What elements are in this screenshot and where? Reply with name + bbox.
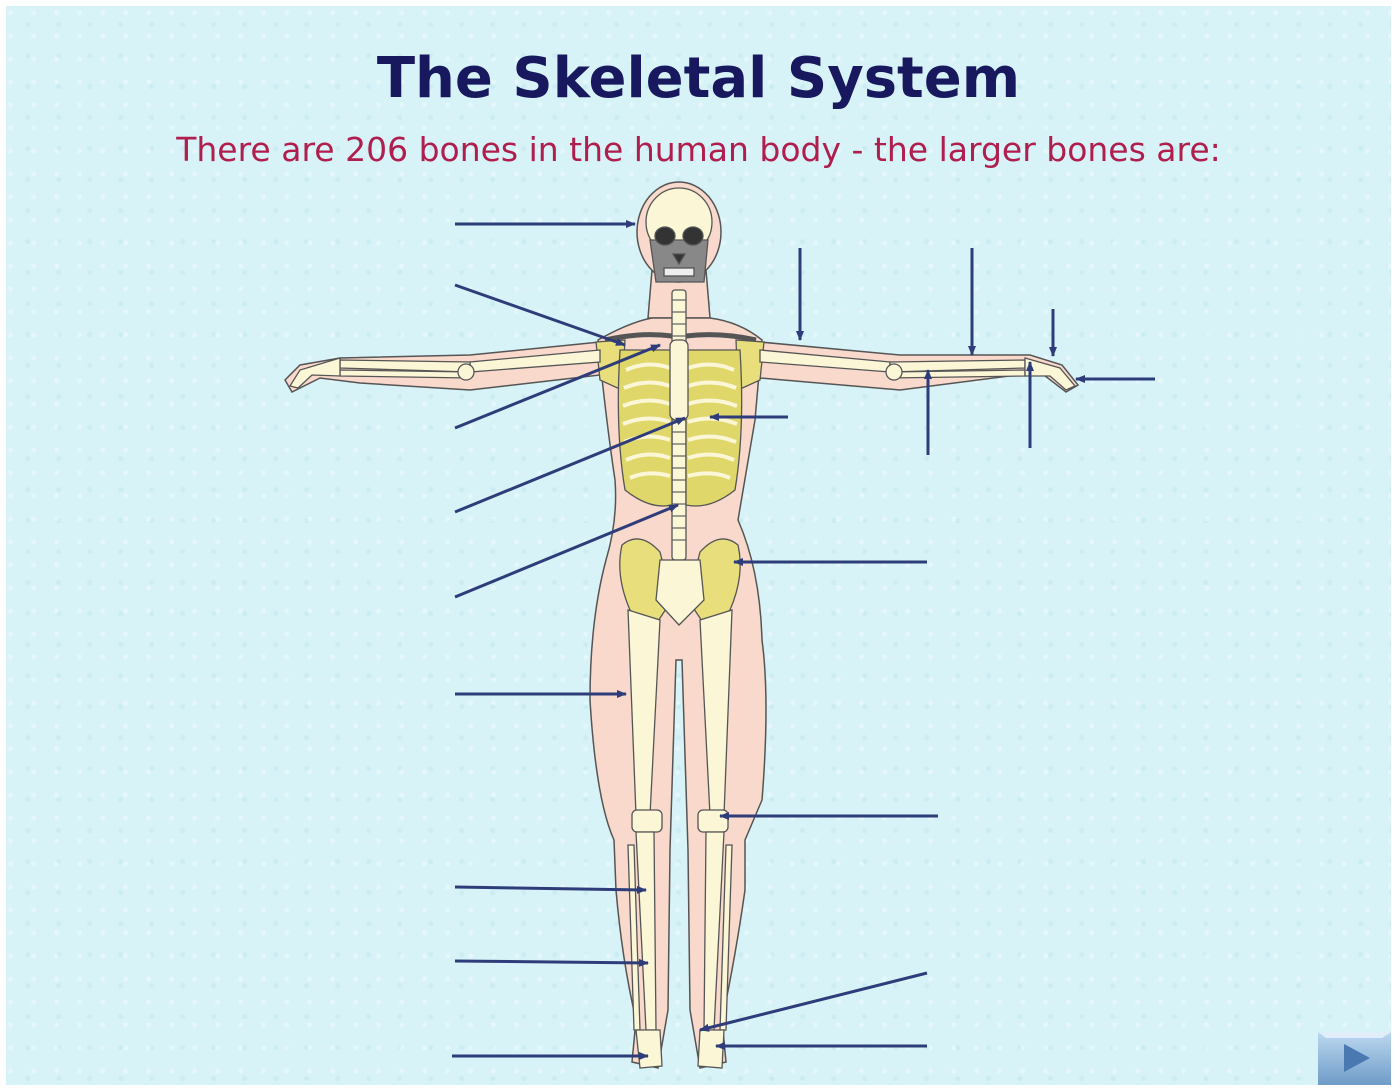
slide: The Skeletal System There are 206 bones … [6,6,1391,1085]
arrow-fibula [455,961,648,963]
next-slide-button[interactable] [1318,1032,1391,1085]
skeleton-diagram [6,6,1391,1085]
play-triangle-icon [1318,1032,1391,1085]
spine [672,290,686,560]
skull [646,188,712,282]
arrow-clavicle [455,285,625,345]
arrow-tarsals [700,973,927,1030]
